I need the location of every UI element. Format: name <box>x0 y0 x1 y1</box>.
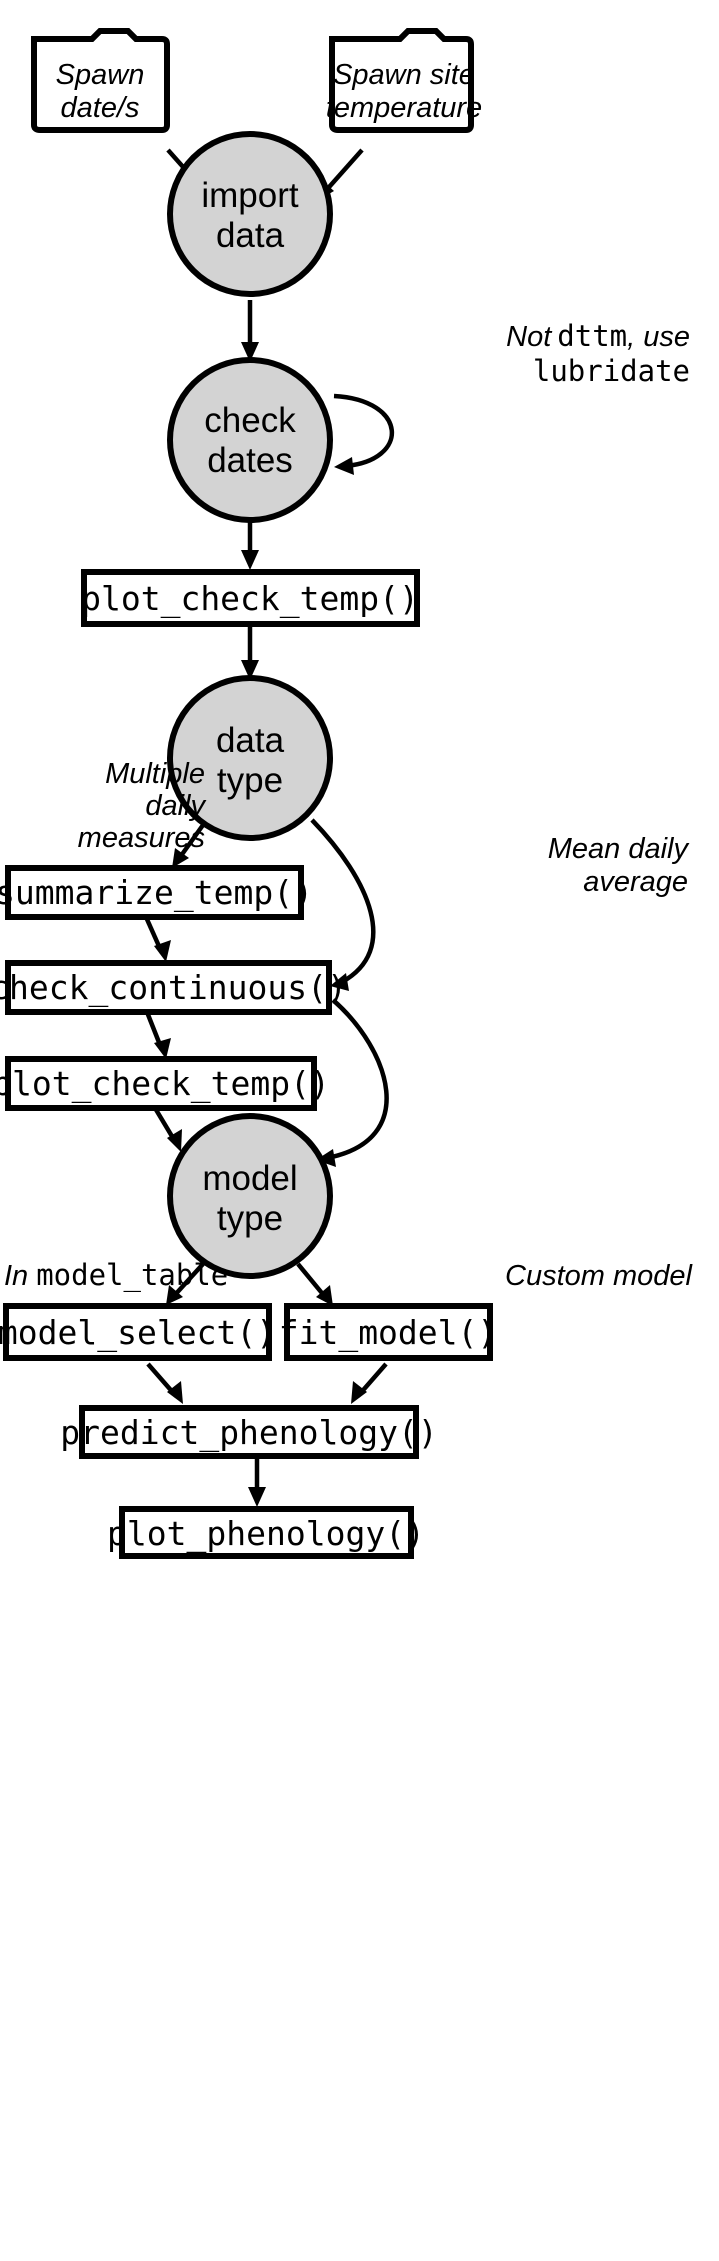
box-plot-phenology: plot_phenology() <box>107 1506 425 1559</box>
box-shape <box>284 1303 493 1361</box>
label-in-italic: In <box>4 1260 28 1292</box>
box-predict-phenology: predict_phenology() <box>60 1405 438 1459</box>
edges <box>143 148 395 1497</box>
label-multiple-daily-measures: Multiple daily measures <box>78 758 207 854</box>
circle-check-dates: check dates <box>167 357 333 523</box>
box-model-select-label: model_select() <box>0 1313 276 1353</box>
box-check-continuous: check_continuous() <box>0 960 347 1015</box>
label-mean-daily-line1: Mean daily <box>548 833 690 865</box>
edge-model-type-to-fit-model <box>296 1262 328 1300</box>
box-summarize-temp-label: summarize_temp() <box>0 873 313 913</box>
circle-model-type: model type <box>167 1113 333 1279</box>
label-multiple-line3: measures <box>78 822 205 854</box>
arrowhead <box>330 973 349 991</box>
circle-data-type-line2: type <box>217 761 283 800</box>
circle-shape <box>167 1113 333 1279</box>
box-fit-model-label: fit_model() <box>279 1313 498 1353</box>
circle-import-data-line2: data <box>216 216 285 255</box>
arrowhead <box>316 1285 333 1306</box>
arrowhead <box>241 550 259 570</box>
input-spawn-temp-line2: temperature <box>326 92 482 124</box>
edge-model-type-to-model-select <box>171 1262 205 1299</box>
label-lubridate: lubridate <box>533 354 690 388</box>
circle-model-type-line1: model <box>202 1159 297 1198</box>
circle-import-data-line1: import <box>201 176 299 215</box>
box-shape <box>81 569 420 627</box>
arrowhead <box>334 457 354 475</box>
arrowhead <box>172 848 189 868</box>
circle-shape <box>167 357 333 523</box>
edge-check-dates-self-loop <box>333 393 395 469</box>
box-plot-check-temp-2-label: plot_check_temp() <box>0 1064 330 1104</box>
circle-check-dates-line1: check <box>204 401 296 440</box>
file-shape <box>329 28 474 133</box>
box-check-continuous-label: check_continuous() <box>0 968 347 1008</box>
circle-shape <box>167 675 333 841</box>
input-spawn-dates: Spawn date/s <box>31 28 170 133</box>
box-shape <box>79 1405 419 1459</box>
arrowhead <box>154 940 171 962</box>
circle-check-dates-line2: dates <box>207 441 293 480</box>
circle-data-type: data type <box>167 675 333 841</box>
label-custom-model-text: Custom model <box>505 1260 694 1292</box>
box-shape <box>119 1506 414 1559</box>
label-multiple-line1: Multiple <box>105 758 205 790</box>
label-use-italic: , use <box>627 321 690 353</box>
box-shape <box>5 960 332 1015</box>
box-plot-check-temp-1-label: plot_check_temp() <box>81 579 419 619</box>
edge-data-type-to-check-continuous <box>310 818 376 984</box>
box-plot-check-temp-1: plot_check_temp() <box>81 569 420 627</box>
box-shape <box>3 1303 272 1361</box>
input-spawn-temp-line1: Spawn site <box>333 59 475 91</box>
box-fit-model: fit_model() <box>279 1303 498 1361</box>
box-predict-phenology-label: predict_phenology() <box>60 1413 438 1453</box>
arrowhead <box>166 1285 183 1305</box>
input-spawn-dates-line2: date/s <box>61 92 140 124</box>
arrowhead <box>241 660 259 680</box>
file-shape <box>31 28 170 133</box>
box-plot-check-temp-2: plot_check_temp() <box>0 1056 330 1111</box>
circle-import-data: import data <box>167 131 333 297</box>
label-not-italic: Not <box>506 321 553 353</box>
label-mean-daily-line2: average <box>583 866 688 898</box>
circle-shape <box>167 131 333 297</box>
arrowhead <box>351 1381 367 1404</box>
arrowhead <box>248 1487 266 1507</box>
arrowhead <box>167 1129 182 1152</box>
box-plot-phenology-label: plot_phenology() <box>107 1514 425 1554</box>
arrowhead <box>316 1149 336 1167</box>
input-spawn-temp: Spawn site temperature <box>326 28 482 133</box>
circle-data-type-line1: data <box>216 721 285 760</box>
label-mean-daily-average: Mean daily average <box>548 833 690 898</box>
input-spawn-dates-line1: Spawn <box>56 59 145 91</box>
arrowhead <box>154 1038 171 1059</box>
box-shape <box>5 865 304 920</box>
label-custom-model: Custom model <box>505 1260 694 1292</box>
box-shape <box>5 1056 317 1111</box>
label-multiple-line2: daily <box>145 790 206 822</box>
edge-check-continuous-to-model-type <box>326 998 389 1161</box>
circle-model-type-line2: type <box>217 1199 283 1238</box>
arrowhead <box>167 1381 183 1404</box>
box-model-select: model_select() <box>0 1303 276 1361</box>
label-dttm-code: dttm <box>557 319 627 353</box>
label-model-table-code: model_table <box>36 1258 228 1293</box>
arrowhead <box>241 342 259 362</box>
box-summarize-temp: summarize_temp() <box>0 865 313 920</box>
